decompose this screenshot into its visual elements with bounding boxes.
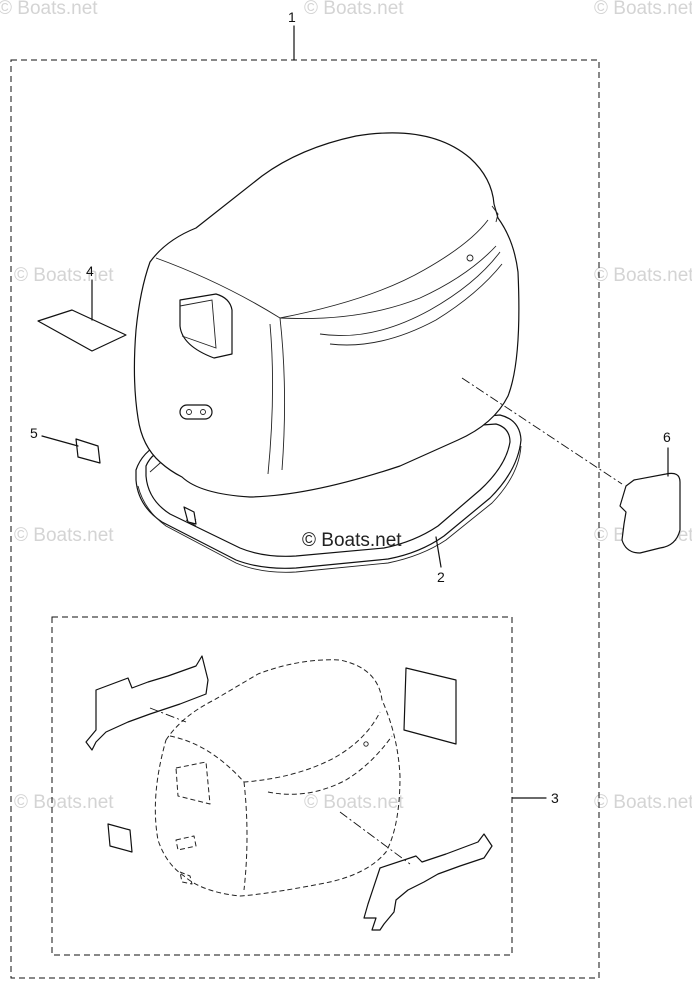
watermark: © Boats.net — [304, 0, 404, 19]
kit-decal-left-projection — [149, 707, 187, 723]
kit-decal-left-side — [85, 655, 209, 751]
callout-5-label[interactable]: 5 — [30, 425, 38, 441]
kit-decal-right-side — [363, 833, 493, 931]
callout-2-label[interactable]: 2 — [437, 569, 445, 585]
callout-6-label[interactable]: 6 — [663, 429, 671, 445]
top-cowling — [133, 132, 520, 498]
cowling-handle — [179, 404, 213, 420]
watermark: © Boats.net — [594, 792, 692, 813]
callout-2-leader — [435, 536, 442, 568]
callout-5-leader — [41, 435, 79, 447]
kit-decal-right-projection — [339, 811, 411, 865]
cowling-hole — [466, 254, 474, 262]
watermark: © Boats.net — [594, 0, 692, 19]
callout-4-label[interactable]: 4 — [86, 263, 94, 279]
watermark: © Boats.net — [594, 265, 692, 286]
watermark: © Boats.net — [0, 0, 98, 19]
decal-4 — [37, 309, 127, 352]
callout-3-label[interactable]: 3 — [551, 790, 559, 806]
callout-6-projection — [461, 377, 623, 485]
center-watermark: © Boats.net — [302, 530, 402, 551]
callout-1-label[interactable]: 1 — [288, 9, 296, 25]
assembly-boundary — [10, 59, 600, 979]
watermark: © Boats.net — [304, 792, 404, 813]
decal-5 — [75, 438, 101, 464]
decal-kit-boundary — [51, 616, 513, 956]
kit-decal-rear-panel — [403, 667, 457, 745]
kit-decal-front-small — [107, 823, 133, 853]
decal-kit-cowling-outline — [154, 659, 401, 897]
watermark: © Boats.net — [14, 792, 114, 813]
decal-6 — [619, 472, 681, 554]
watermark: © Boats.net — [14, 265, 114, 286]
watermark: © Boats.net — [14, 525, 114, 546]
